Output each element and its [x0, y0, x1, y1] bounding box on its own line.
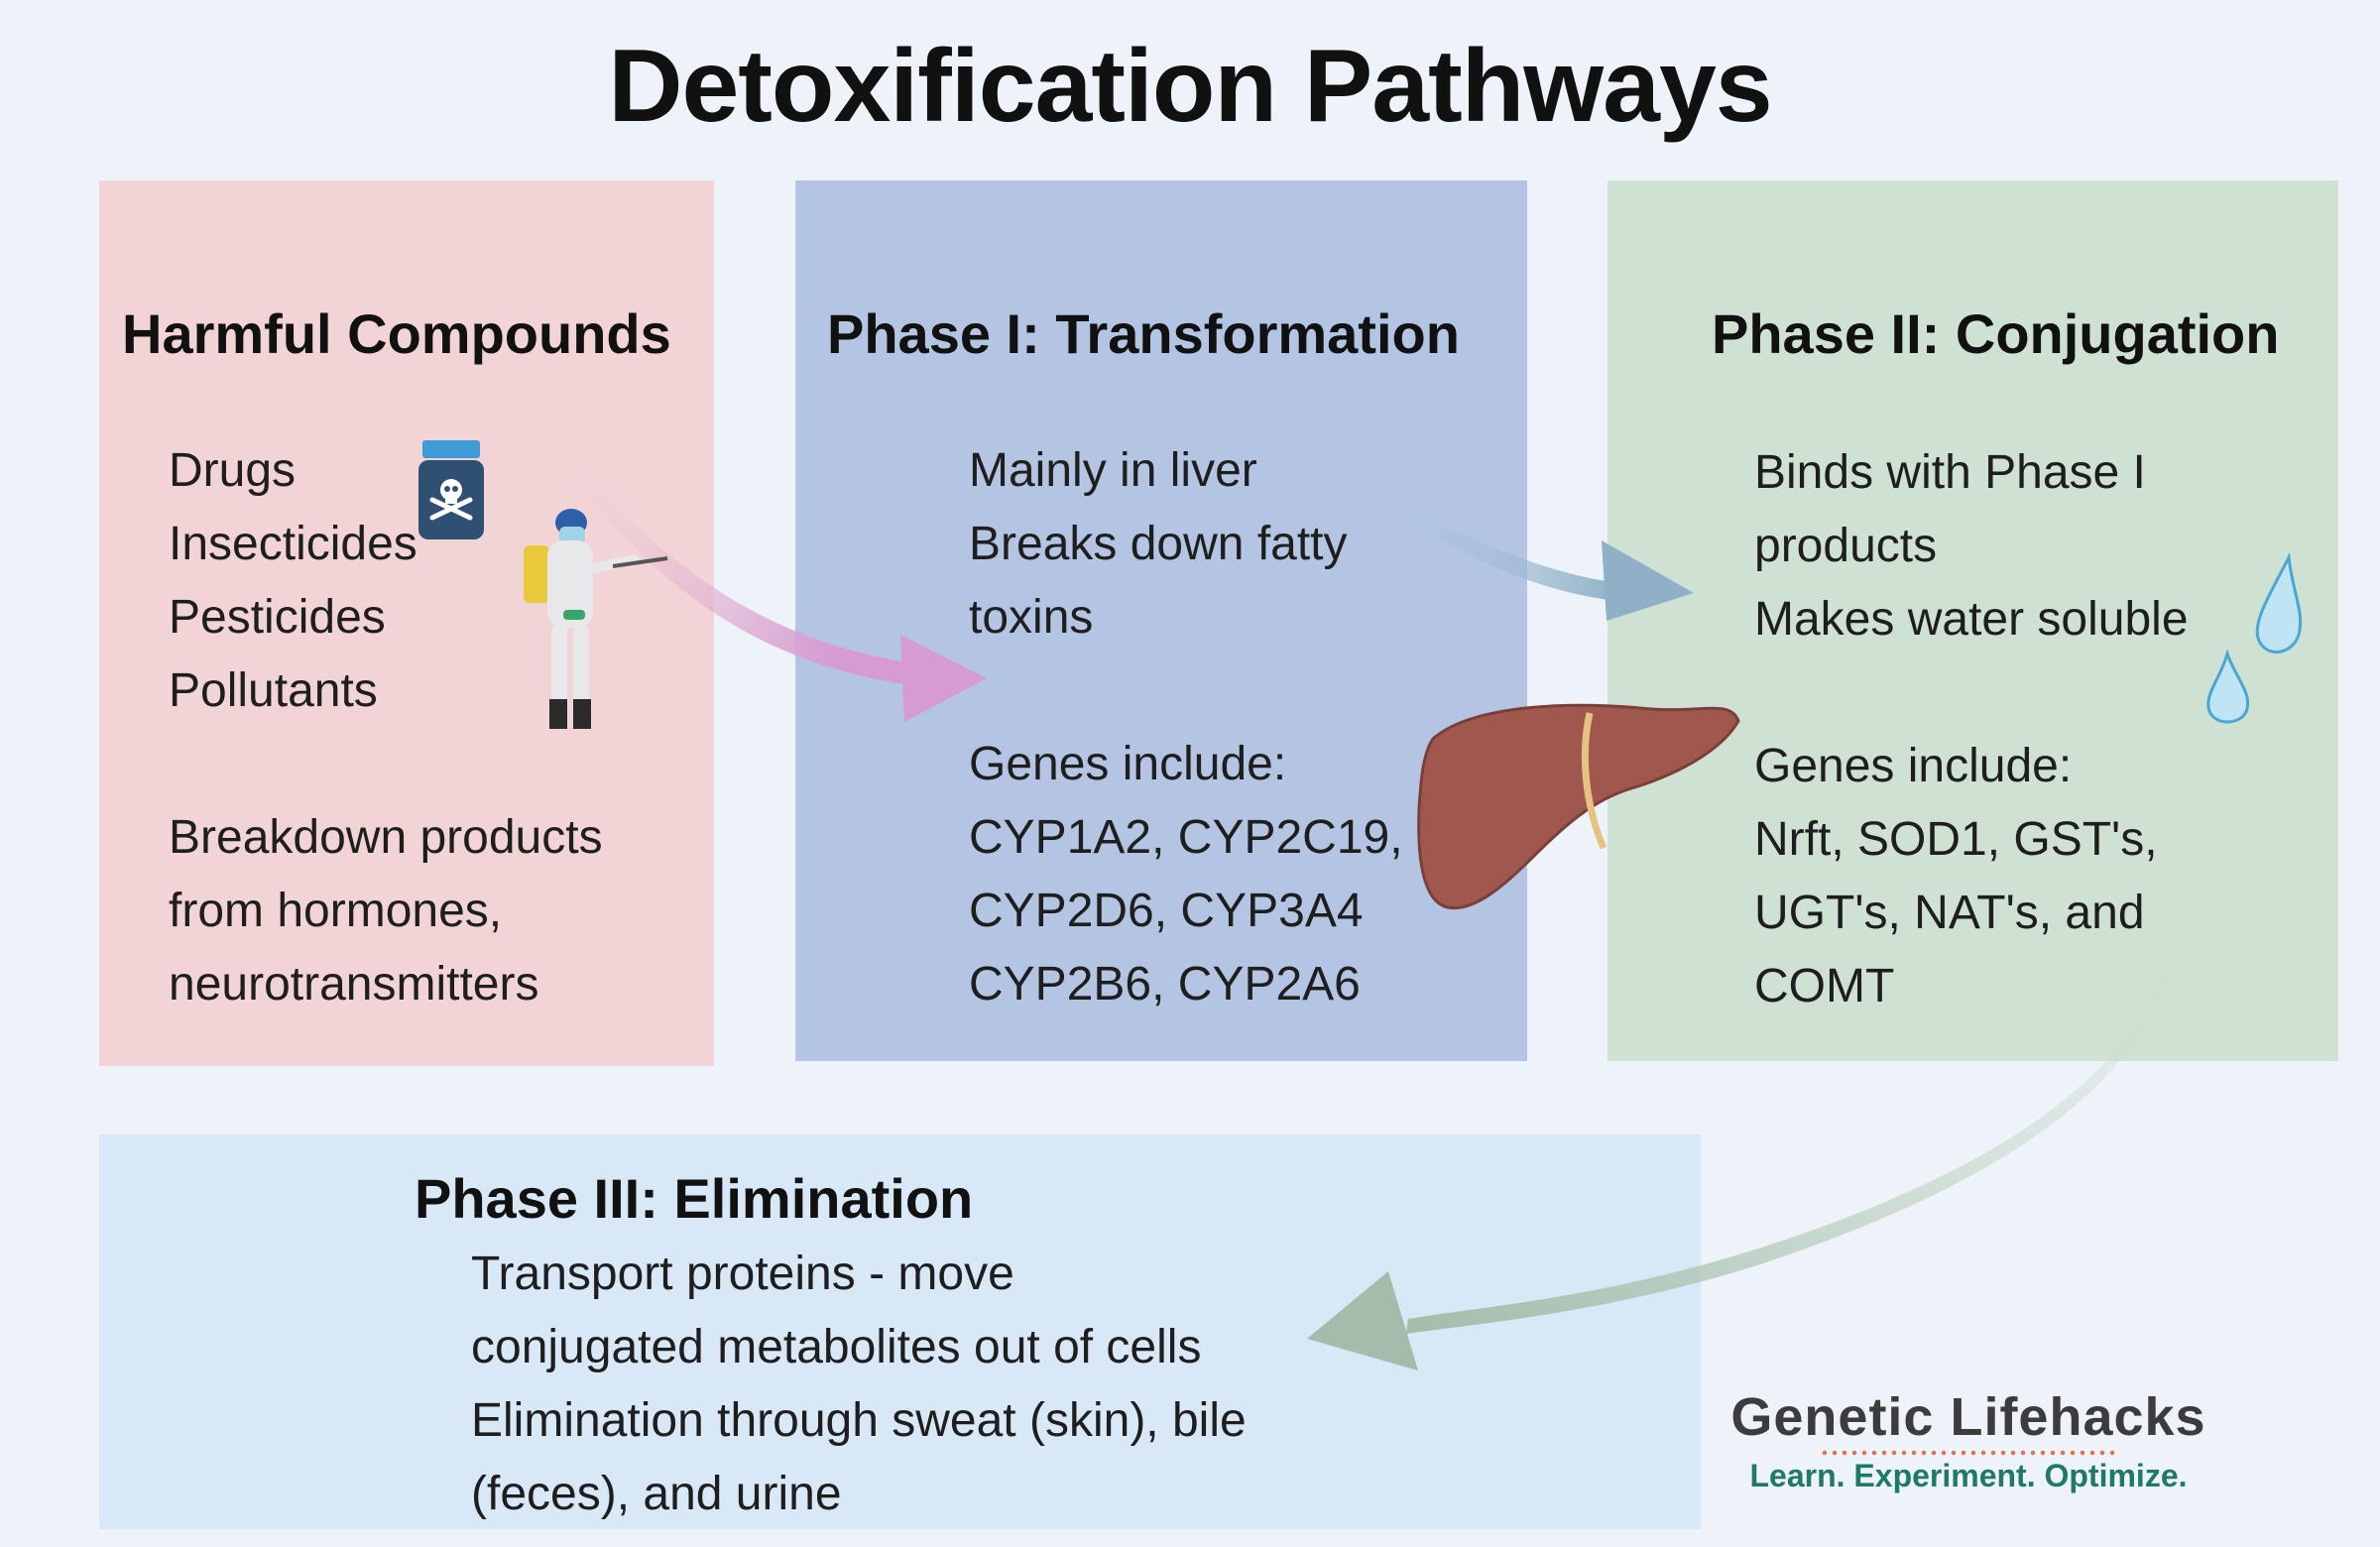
text-line: Breakdown products	[169, 811, 603, 864]
water-drop-icon	[2255, 553, 2303, 654]
text-line: neurotransmitters	[169, 958, 539, 1011]
phase2-panel: Phase II: Conjugation Binds with Phase I…	[1607, 180, 2338, 1061]
text-line: Transport proteins - move	[471, 1248, 1014, 1300]
phase3-panel: Phase III: Elimination Transport protein…	[99, 1134, 1701, 1529]
text-line: Genes include:	[969, 738, 1287, 790]
brand-tagline: Learn. Experiment. Optimize.	[1749, 1458, 2188, 1493]
poison-bottle-icon	[418, 440, 484, 539]
phase2-heading: Phase II: Conjugation	[1712, 302, 2280, 365]
text-line: Binds with Phase I	[1754, 446, 2146, 499]
text-line: from hormones,	[169, 885, 503, 937]
text-line: CYP2D6, CYP3A4	[969, 885, 1364, 937]
text-line: Nrft, SOD1, GST's,	[1754, 813, 2158, 866]
water-drop-icon	[2206, 650, 2250, 724]
phase3-description: Transport proteins - move conjugated met…	[471, 1238, 1247, 1531]
text-line: COMT	[1754, 960, 1895, 1012]
harmful-compounds-heading: Harmful Compounds	[122, 302, 671, 365]
text-line: (feces), and urine	[471, 1468, 842, 1520]
text-line: Breaks down fatty	[969, 518, 1348, 570]
text-line: UGT's, NAT's, and	[1754, 887, 2145, 939]
phase1-panel: Phase I: Transformation Mainly in liver …	[795, 180, 1527, 1061]
sprayer-person-icon	[524, 509, 668, 729]
list-item: Insecticides	[169, 518, 417, 570]
brand-name: Genetic Lifehacks	[1730, 1387, 2206, 1447]
text-line: CYP1A2, CYP2C19,	[969, 811, 1403, 864]
harmful-breakdown-text: Breakdown products from hormones, neurot…	[169, 801, 603, 1021]
text-line: Genes include:	[1754, 740, 2073, 792]
text-line: Makes water soluble	[1754, 593, 2189, 646]
brand-divider	[1820, 1450, 2117, 1456]
phase2-genes: Genes include: Nrft, SOD1, GST's, UGT's,…	[1754, 730, 2158, 1023]
brand-logo: Genetic Lifehacks Learn. Experiment. Opt…	[1721, 1386, 2216, 1494]
text-line: products	[1754, 520, 1938, 572]
text-line: Mainly in liver	[969, 444, 1257, 497]
page-title: Detoxification Pathways	[608, 29, 1772, 144]
text-line: toxins	[969, 591, 1094, 644]
phase2-description: Binds with Phase I products Makes water …	[1754, 436, 2189, 656]
list-item: Drugs	[169, 444, 297, 497]
text-line: CYP2B6, CYP2A6	[969, 958, 1361, 1011]
phase3-heading: Phase III: Elimination	[415, 1167, 974, 1230]
phase1-description: Mainly in liver Breaks down fatty toxins	[969, 434, 1348, 654]
list-item: Pesticides	[169, 591, 386, 644]
phase1-genes: Genes include: CYP1A2, CYP2C19, CYP2D6, …	[969, 728, 1403, 1021]
phase1-heading: Phase I: Transformation	[827, 302, 1460, 365]
text-line: conjugated metabolites out of cells	[471, 1321, 1202, 1373]
list-item: Pollutants	[169, 664, 378, 717]
liver-icon	[1417, 703, 1740, 910]
text-line: Elimination through sweat (skin), bile	[471, 1394, 1247, 1447]
harmful-compounds-list: Drugs Insecticides Pesticides Pollutants	[169, 434, 417, 728]
